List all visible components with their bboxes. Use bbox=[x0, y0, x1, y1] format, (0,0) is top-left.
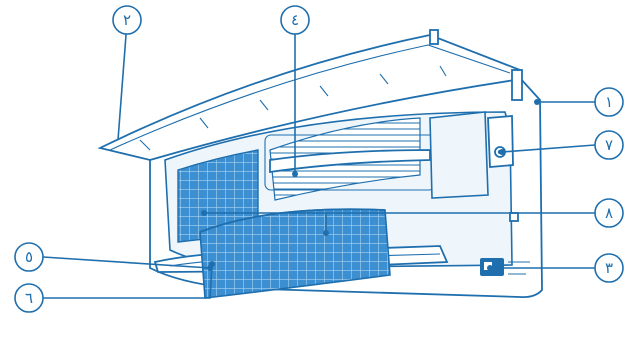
callout-6: ٦ bbox=[15, 284, 43, 312]
callout-7-label: ٧ bbox=[605, 136, 613, 154]
callout-4: ٤ bbox=[281, 6, 309, 34]
callout-8-label: ٨ bbox=[605, 204, 613, 222]
callout-5-label: ٥ bbox=[25, 248, 33, 266]
callout-5: ٥ bbox=[15, 243, 43, 271]
callout-2-label: ٢ bbox=[123, 11, 131, 29]
callout-6-label: ٦ bbox=[25, 289, 33, 307]
callout-2: ٢ bbox=[113, 6, 141, 34]
callout-1-label: ١ bbox=[605, 93, 613, 111]
callout-8: ٨ bbox=[595, 199, 623, 227]
callout-3-label: ٣ bbox=[605, 259, 613, 277]
callout-4-label: ٤ bbox=[291, 11, 299, 29]
callout-7: ٧ bbox=[595, 131, 623, 159]
callout-3: ٣ bbox=[595, 254, 623, 282]
callout-1: ١ bbox=[595, 88, 623, 116]
